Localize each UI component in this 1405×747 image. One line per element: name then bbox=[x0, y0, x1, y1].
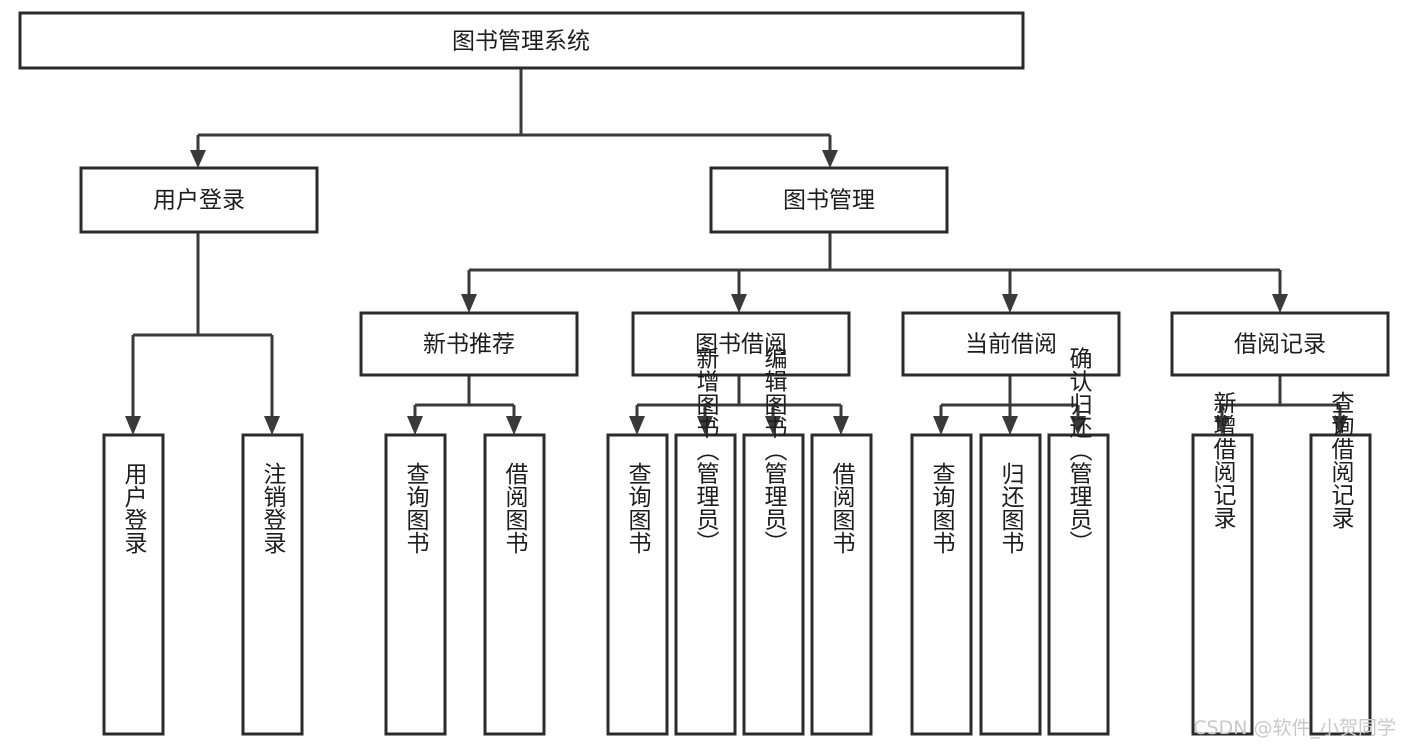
node-new-book-recommend[interactable]: 新书推荐 bbox=[359, 311, 579, 377]
arrow-book-manage-child-3 bbox=[1002, 294, 1018, 313]
node-book-borrow[interactable]: 图书借阅 bbox=[631, 311, 851, 377]
arrow-borrow-record-leaf-2 bbox=[1332, 416, 1348, 435]
leaf-current-borrow-2[interactable]: 归还图书 bbox=[979, 433, 1042, 736]
leaf-current-borrow-3[interactable]: 确认归还（管理员） bbox=[1047, 347, 1110, 736]
leaf-borrow-record-2-label: 查询借阅记录 bbox=[1327, 391, 1355, 529]
node-root-label: 图书管理系统 bbox=[452, 29, 590, 55]
leaf-book-borrow-4-label: 借阅图书 bbox=[828, 462, 856, 554]
leaf-current-borrow-2-label: 归还图书 bbox=[997, 462, 1025, 554]
leaf-user-login-2[interactable]: 注销登录 bbox=[241, 433, 304, 736]
leaf-user-login-1[interactable]: 用户登录 bbox=[102, 433, 165, 736]
leaf-borrow-record-1[interactable]: 新增借阅记录 bbox=[1191, 391, 1254, 736]
leaf-book-borrow-3-label: 编辑图书（管理员） bbox=[760, 347, 788, 554]
arrow-root-to-book-manage bbox=[822, 150, 838, 168]
arrow-book-borrow-leaf-2 bbox=[697, 416, 713, 435]
leaf-book-borrow-2[interactable]: 新增图书（管理员） bbox=[674, 347, 737, 736]
node-user-login[interactable]: 用户登录 bbox=[79, 166, 319, 234]
arrow-book-borrow-leaf-1 bbox=[629, 416, 645, 435]
csdn-watermark: CSDN @软件_小贺同学 bbox=[1193, 717, 1396, 739]
arrow-book-manage-child-4 bbox=[1272, 294, 1288, 313]
node-book-manage-label: 图书管理 bbox=[783, 188, 875, 214]
node-borrow-record-label: 借阅记录 bbox=[1234, 332, 1326, 358]
leaf-new-book-2[interactable]: 借阅图书 bbox=[483, 433, 546, 736]
node-book-manage[interactable]: 图书管理 bbox=[709, 166, 949, 234]
leaf-borrow-record-2[interactable]: 查询借阅记录 bbox=[1309, 391, 1372, 736]
leaf-user-login-1-label: 用户登录 bbox=[120, 462, 148, 554]
arrow-new-book-leaf-1 bbox=[407, 416, 423, 435]
arrow-current-borrow-leaf-2 bbox=[1002, 416, 1018, 435]
leaf-new-book-1[interactable]: 查询图书 bbox=[384, 433, 447, 736]
arrow-current-borrow-leaf-1 bbox=[933, 416, 949, 435]
leaf-current-borrow-3-label: 确认归还（管理员） bbox=[1065, 347, 1093, 554]
connector-layer bbox=[125, 68, 1348, 435]
arrow-new-book-leaf-2 bbox=[506, 416, 522, 435]
arrow-book-manage-child-1 bbox=[461, 294, 477, 313]
arrow-current-borrow-leaf-3 bbox=[1070, 416, 1086, 435]
leaf-book-borrow-4[interactable]: 借阅图书 bbox=[810, 433, 873, 736]
leaf-new-book-2-label: 借阅图书 bbox=[501, 462, 529, 554]
leaf-book-borrow-1[interactable]: 查询图书 bbox=[606, 433, 669, 736]
node-current-borrow-label: 当前借阅 bbox=[965, 332, 1057, 358]
node-current-borrow[interactable]: 当前借阅 bbox=[901, 311, 1121, 377]
arrow-root-to-user-login bbox=[190, 150, 206, 168]
leaf-book-borrow-2-label: 新增图书（管理员） bbox=[692, 347, 720, 554]
leaf-user-login-2-label: 注销登录 bbox=[259, 462, 287, 554]
arrow-book-borrow-leaf-4 bbox=[833, 416, 849, 435]
node-root-system[interactable]: 图书管理系统 bbox=[18, 11, 1025, 70]
leaf-borrow-record-1-label: 新增借阅记录 bbox=[1209, 391, 1237, 529]
leaf-book-borrow-1-label: 查询图书 bbox=[624, 462, 652, 554]
leaf-current-borrow-1[interactable]: 查询图书 bbox=[910, 433, 973, 736]
leaf-book-borrow-3[interactable]: 编辑图书（管理员） bbox=[742, 347, 805, 736]
arrow-book-borrow-leaf-3 bbox=[765, 416, 781, 435]
arrow-user-login-leaf-2 bbox=[264, 416, 280, 435]
arrow-borrow-record-leaf-1 bbox=[1214, 416, 1230, 435]
leaf-current-borrow-1-label: 查询图书 bbox=[928, 462, 956, 554]
node-borrow-record[interactable]: 借阅记录 bbox=[1170, 311, 1390, 377]
arrow-book-manage-child-2 bbox=[731, 294, 747, 313]
leaf-new-book-1-label: 查询图书 bbox=[402, 462, 430, 554]
node-user-login-label: 用户登录 bbox=[153, 188, 245, 214]
node-new-book-recommend-label: 新书推荐 bbox=[423, 332, 515, 358]
node-book-borrow-label: 图书借阅 bbox=[695, 332, 787, 358]
arrow-user-login-leaf-1 bbox=[125, 416, 141, 435]
